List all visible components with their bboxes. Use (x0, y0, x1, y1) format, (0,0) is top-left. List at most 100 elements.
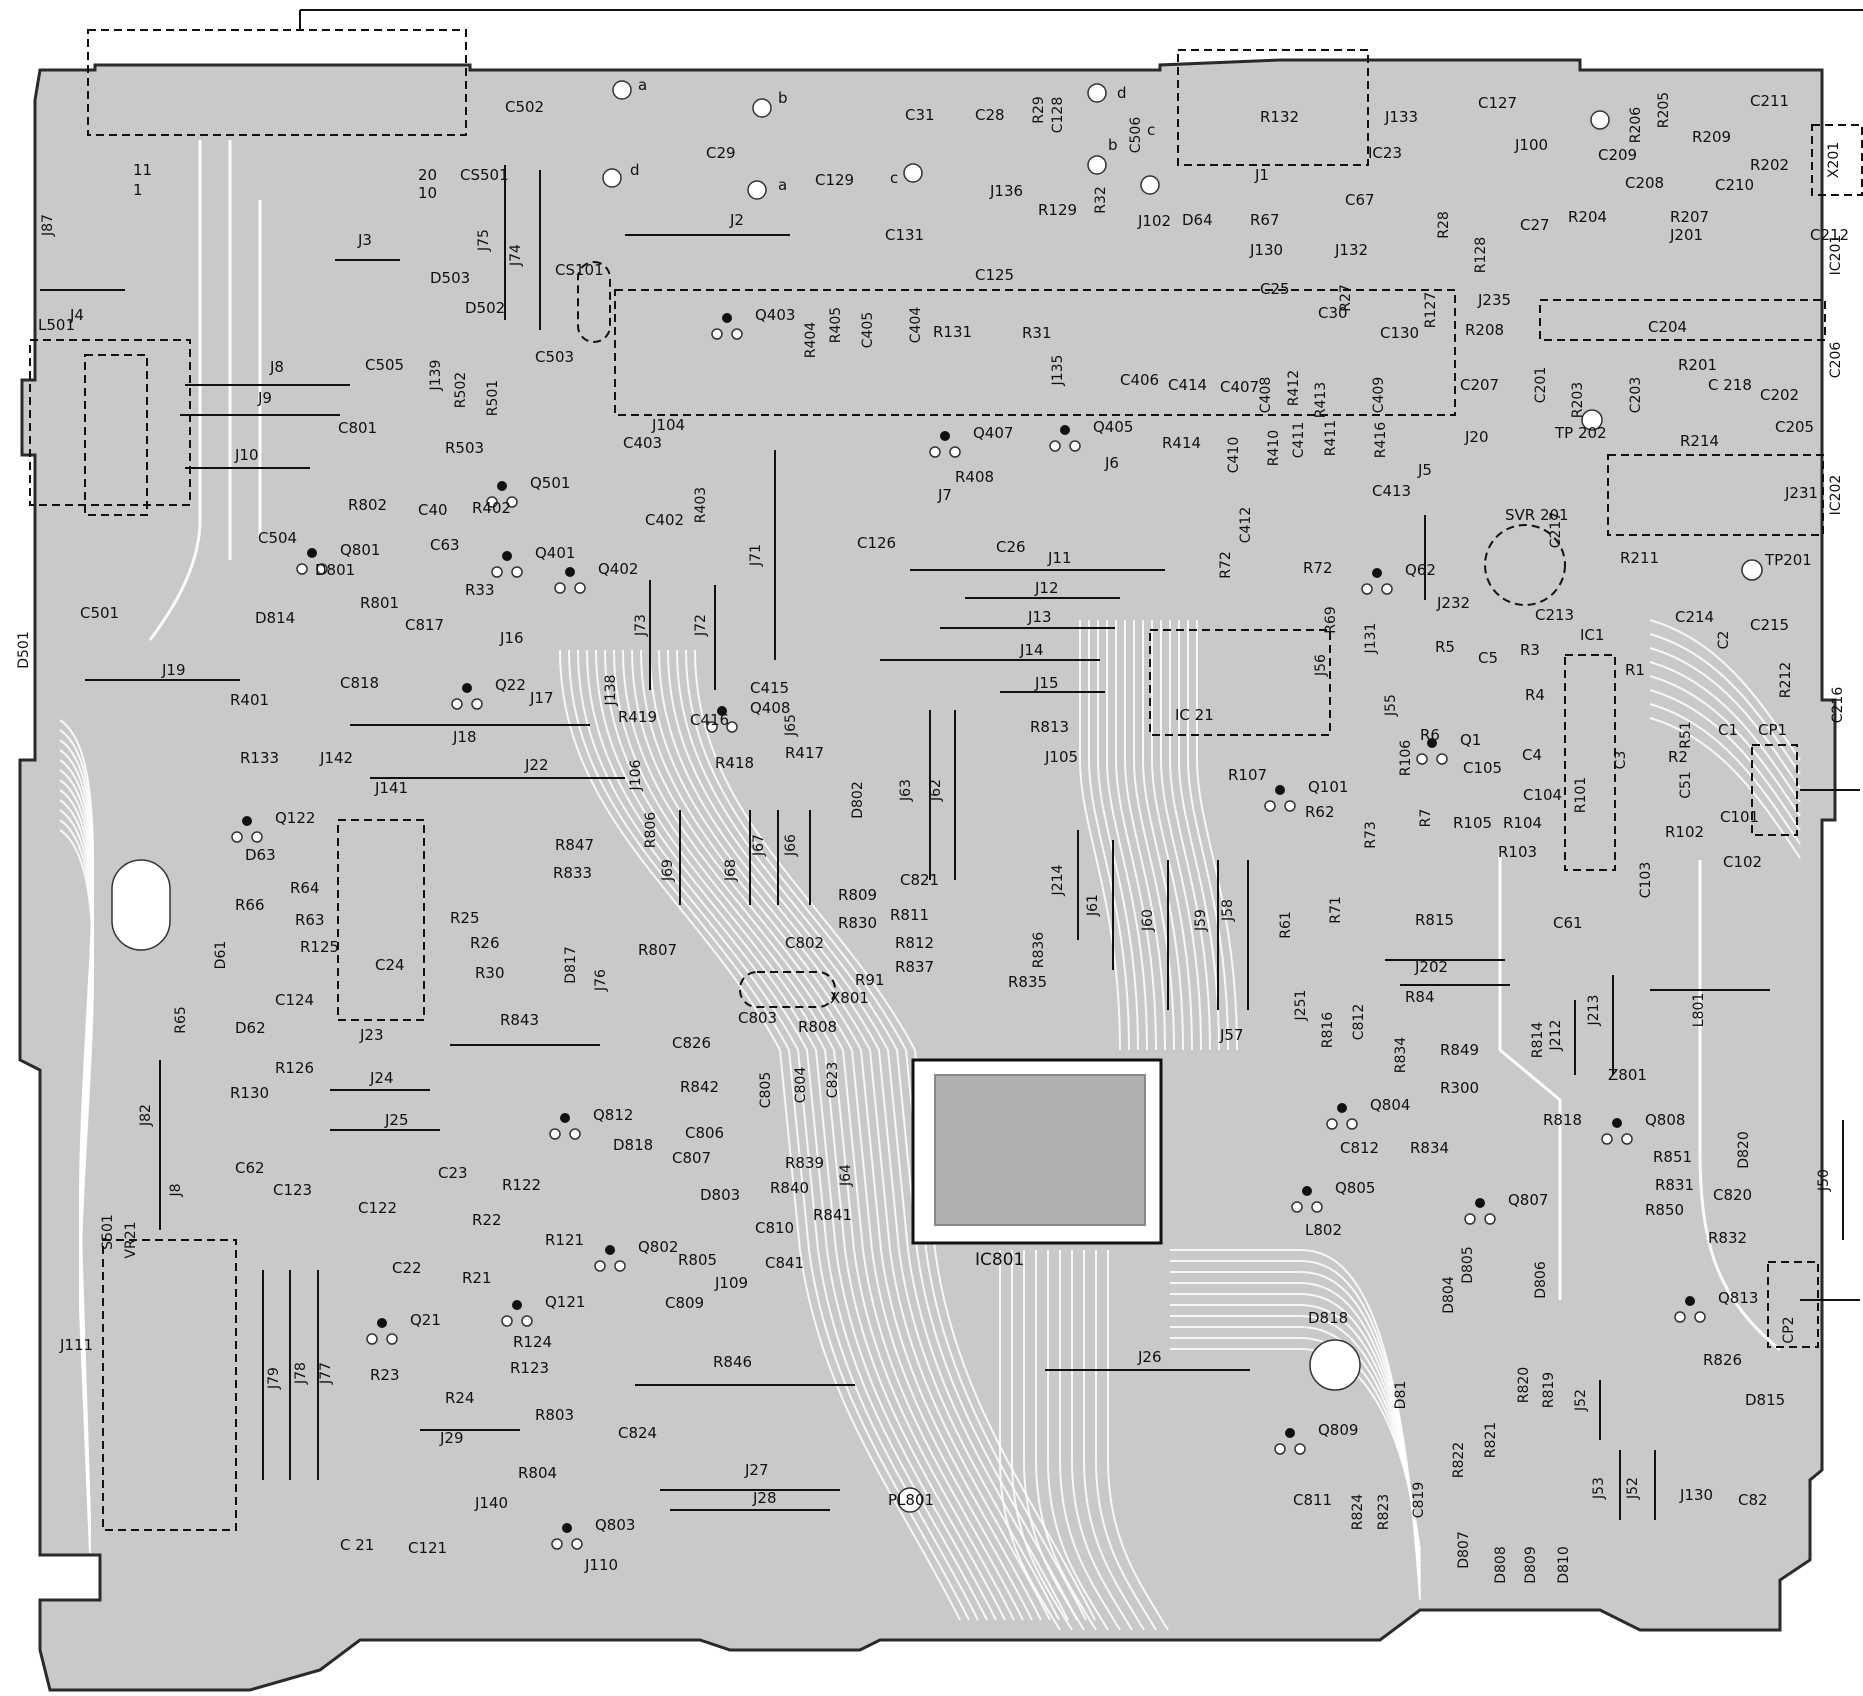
component-label-c22: C22 (392, 1259, 422, 1277)
transistor-symbol (1049, 425, 1081, 452)
component-label-s501: S501 (100, 1214, 116, 1250)
component-label-j78: J78 (293, 1362, 309, 1385)
component-label-r414: R414 (1162, 434, 1201, 452)
component-label-j75: J75 (476, 229, 492, 252)
component-label-r408: R408 (955, 468, 994, 486)
transistor-pin (307, 548, 317, 558)
component-label-r133: R133 (240, 749, 279, 767)
component-label-c804: C804 (793, 1067, 809, 1104)
trace (622, 649, 1024, 1621)
trace (1649, 633, 1801, 775)
component-label-j23: J23 (359, 1026, 384, 1044)
component-label-r401: R401 (230, 691, 269, 709)
component-label-j61: J61 (1085, 894, 1101, 917)
component-label-r803: R803 (535, 1406, 574, 1424)
transistor-symbol (554, 567, 586, 594)
component-label-c27: C27 (1520, 216, 1550, 234)
component-label-r212: R212 (1778, 662, 1794, 698)
component-label-q808: Q808 (1645, 1111, 1685, 1129)
transistor-pin (560, 1113, 570, 1123)
component-label-j135: J135 (1050, 355, 1066, 387)
component-label-j111: J111 (59, 1336, 93, 1354)
component-label-ic202: IC202 (1828, 475, 1844, 516)
component-label-j22: J22 (524, 756, 549, 774)
component-label-j76: J76 (593, 969, 609, 992)
component-label-r105: R105 (1453, 814, 1492, 832)
trace (1649, 675, 1801, 817)
component-label-r837: R837 (895, 958, 934, 976)
component-label-c809: C809 (665, 1294, 704, 1312)
transistor-pin (1291, 1201, 1303, 1213)
component-label-r202: R202 (1750, 156, 1789, 174)
component-label-j10: J10 (234, 446, 259, 464)
component-label-r808: R808 (798, 1018, 837, 1036)
transistor-pin (554, 582, 566, 594)
component-label-d806: D806 (1533, 1261, 1549, 1299)
trace (1035, 1250, 1097, 1631)
component-label-cs501: CS501 (460, 166, 509, 184)
transistor-pin (1275, 785, 1285, 795)
component-label-r102: R102 (1665, 823, 1704, 841)
component-label-d501: D501 (16, 631, 32, 669)
transistor-symbol (486, 481, 518, 508)
component-label-j138: J138 (603, 675, 619, 707)
component-label-d81: D81 (1393, 1381, 1409, 1410)
component-label-c217: C217 (1548, 512, 1564, 549)
component-label-j3: J3 (357, 231, 372, 249)
component-label-r841: R841 (813, 1206, 852, 1224)
trace (59, 829, 95, 1554)
transistor-pin (512, 1300, 522, 1310)
component-label-l501: L501 (38, 316, 75, 334)
component-label-r843: R843 (500, 1011, 539, 1029)
component-label-j102: J102 (1137, 212, 1171, 230)
component-label-q122: Q122 (275, 809, 315, 827)
component-label-r206: R206 (1628, 107, 1644, 144)
component-label-c26: C26 (996, 538, 1026, 556)
component-label-c67: C67 (1345, 191, 1375, 209)
transistor-pin (471, 698, 483, 710)
component-label-r804: R804 (518, 1464, 557, 1482)
component-label-c407: C407 (1220, 378, 1259, 396)
transistor-pin (949, 446, 961, 458)
component-label-j106: J106 (628, 759, 644, 791)
transistor-pin (501, 1315, 513, 1327)
component-label-r209: R209 (1692, 128, 1731, 146)
trace (1649, 647, 1801, 789)
component-label-j212: J212 (1548, 1020, 1564, 1052)
component-label-c413: C413 (1372, 482, 1411, 500)
component-label-q803: Q803 (595, 1516, 635, 1534)
component-label-cs101: CS101 (555, 261, 604, 279)
component-label-j140: J140 (474, 1494, 508, 1512)
component-label-c503: C503 (535, 348, 574, 366)
component-label-r850: R850 (1645, 1201, 1684, 1219)
component-label-d63: D63 (245, 846, 276, 864)
component-label-r84: R84 (1405, 988, 1435, 1006)
trace (1169, 620, 1211, 1051)
component-label-q801: Q801 (340, 541, 380, 559)
component-label-c803: C803 (738, 1009, 777, 1027)
component-label-d804: D804 (1441, 1276, 1457, 1314)
transistor-pin (451, 698, 463, 710)
trace (649, 649, 1051, 1621)
component-label-j201: J201 (1669, 226, 1703, 244)
component-label-c82: C82 (1738, 1491, 1768, 1509)
component-label-d801: D801 (315, 561, 355, 579)
component-label-pin-11: 11 (133, 161, 152, 179)
component-label-j232: J232 (1436, 594, 1470, 612)
component-label-r501: R501 (485, 380, 501, 416)
trace (613, 649, 1015, 1621)
component-label-j17: J17 (529, 689, 554, 707)
component-label-r814: R814 (1530, 1022, 1546, 1059)
component-label-cp2: CP2 (1781, 1316, 1797, 1343)
component-label-r851: R851 (1653, 1148, 1692, 1166)
transistor-pin (1621, 1133, 1633, 1145)
component-label-q402: Q402 (598, 560, 638, 578)
transistor-symbols (231, 313, 1706, 1550)
component-label-j136: J136 (989, 182, 1023, 200)
component-label-c410: C410 (1226, 437, 1242, 474)
component-label-c818: C818 (340, 674, 379, 692)
component-label-q405: Q405 (1093, 418, 1133, 436)
component-label-q812: Q812 (593, 1106, 633, 1124)
trace (595, 649, 997, 1621)
component-label-j77: J77 (318, 1362, 334, 1385)
